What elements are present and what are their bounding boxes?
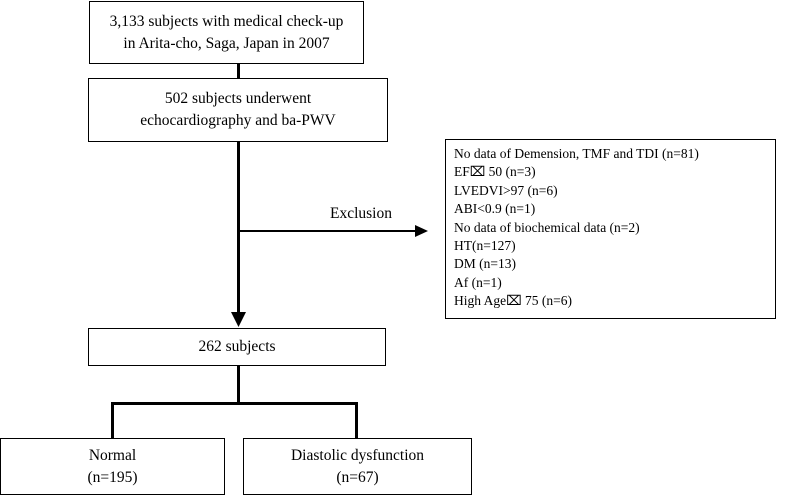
exclusion-item: Af (n=1)	[454, 274, 502, 290]
exclusion-item: No data of biochemical data (n=2)	[454, 219, 640, 235]
normal-box-line1: Normal	[88, 446, 137, 464]
exclusion-item: HT(n=127)	[454, 238, 516, 254]
exclusion-label: Exclusion	[330, 205, 392, 222]
final-box-text: 262 subjects	[198, 338, 276, 355]
connector-exclusion-branch	[237, 230, 417, 232]
connector-split-left	[111, 402, 114, 438]
connector-start-to-echo	[237, 64, 240, 78]
exclusion-item: High Age⌧ 75 (n=6)	[454, 293, 573, 309]
start-box-line1: 3,133 subjects with medical check-up	[109, 12, 344, 30]
normal-box-line2: (n=195)	[87, 468, 138, 486]
echo-box: 502 subjects underwent echocardiography …	[88, 78, 388, 142]
echo-box-line2: echocardiography and ba-PWV	[140, 112, 336, 129]
exclusion-item: LVEDVI>97 (n=6)	[454, 182, 558, 198]
exclusion-item: No data of Demension, TMF and TDI (n=81)	[454, 146, 699, 161]
echo-box-line1: 502 subjects underwent	[164, 90, 312, 107]
diastolic-box: Diastolic dysfunction (n=67)	[243, 438, 472, 495]
arrowhead-down-to-final	[231, 312, 246, 327]
connector-split-right	[355, 402, 358, 438]
exclusion-item: ABI<0.9 (n=1)	[454, 201, 536, 217]
connector-final-to-split	[237, 366, 240, 404]
start-box-line2: in Arita-cho, Saga, Japan in 2007	[123, 34, 330, 52]
connector-split-horizontal	[111, 402, 358, 405]
start-box: 3,133 subjects with medical check-up in …	[89, 1, 364, 64]
diastolic-box-line2: (n=67)	[336, 468, 379, 486]
diastolic-box-line1: Diastolic dysfunction	[290, 446, 425, 464]
exclusion-criteria-box: No data of Demension, TMF and TDI (n=81)…	[445, 139, 776, 319]
normal-box: Normal (n=195)	[0, 438, 225, 495]
arrowhead-right-to-exclusion	[415, 225, 428, 237]
connector-echo-to-final	[237, 142, 240, 312]
exclusion-item: DM (n=13)	[454, 256, 516, 272]
exclusion-item: EF⌧ 50 (n=3)	[454, 164, 536, 180]
final-box: 262 subjects	[88, 328, 386, 366]
